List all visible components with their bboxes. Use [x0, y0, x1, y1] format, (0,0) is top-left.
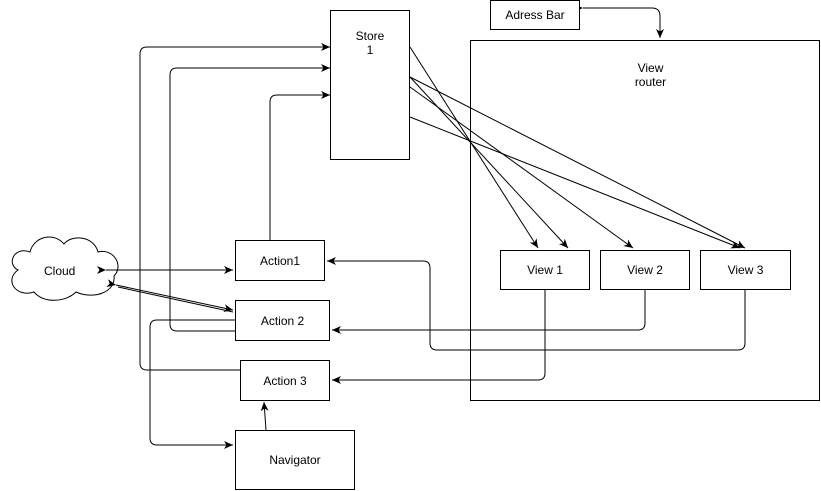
edge-navigator-action3: [260, 401, 269, 431]
action3-box: Action 3: [240, 360, 330, 401]
edge-view1-action3: [332, 290, 546, 384]
action2-box: Action 2: [235, 300, 330, 341]
adress-bar-label: Adress Bar: [505, 8, 565, 22]
view1-box: View 1: [500, 250, 590, 290]
edge-action2-store: [169, 64, 330, 332]
view3-box: View 3: [700, 250, 791, 290]
view3-label: View 3: [727, 263, 764, 277]
edge-store-view3b: [409, 116, 741, 249]
edge-action3-store: [139, 43, 330, 371]
store-label: Store 1: [355, 29, 385, 57]
action1-label: Action1: [259, 253, 301, 268]
navigator-label: Navigator: [269, 453, 321, 467]
store-box: Store 1: [330, 10, 410, 160]
edge-cloud-action2-dup: [117, 286, 234, 313]
action2-label: Action 2: [260, 313, 305, 328]
edge-view3-action1: [327, 257, 746, 351]
view2-box: View 2: [600, 250, 690, 290]
view-router-label: View router: [634, 61, 667, 89]
view-router-box: View router: [470, 40, 820, 401]
edge-action1-store: [269, 91, 330, 240]
view1-label: View 1: [527, 263, 563, 277]
edge-store-view1: [409, 46, 539, 249]
edge-cloud-action2: [106, 279, 234, 313]
edge-action2-navigator: [149, 319, 235, 449]
view2-label: View 2: [627, 263, 663, 277]
navigator-box: Navigator: [235, 430, 355, 490]
action3-label: Action 3: [263, 373, 307, 388]
edge-store-view3a: [409, 76, 746, 249]
cloud-label: Cloud: [44, 264, 76, 278]
action1-box: Action1: [235, 240, 325, 281]
edge-adressbar-router: [574, 4, 664, 38]
adress-bar-box: Adress Bar: [490, 0, 580, 30]
edge-view2-action2: [332, 290, 646, 334]
cloud-shape: [11, 236, 119, 301]
edge-store-view2: [409, 86, 634, 249]
